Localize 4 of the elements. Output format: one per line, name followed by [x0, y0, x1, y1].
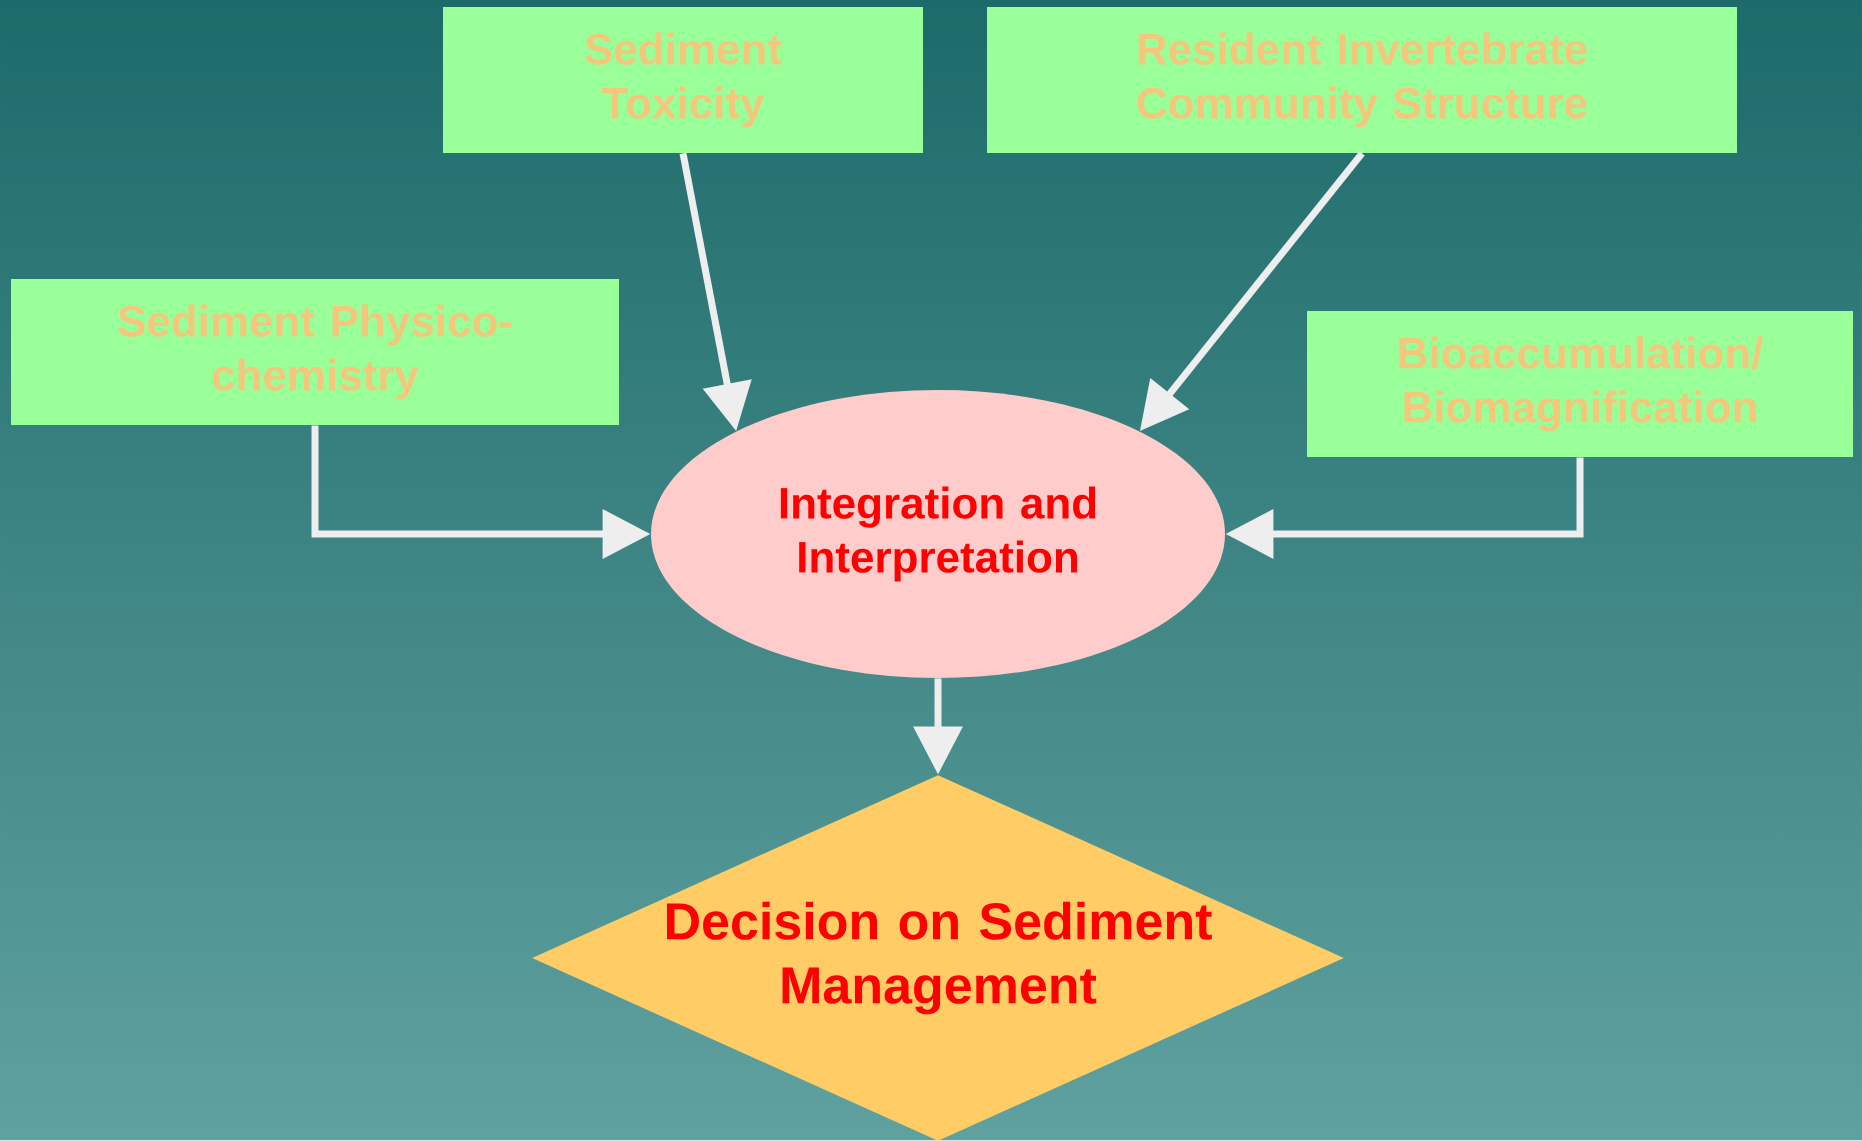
- process-box: Sediment Toxicity: [443, 7, 923, 153]
- process-box: Sediment Physico-chemistry: [11, 279, 619, 425]
- process-box: Bioaccumulation/ Biomagnification: [1307, 311, 1853, 457]
- process-box: Resident Invertebrate Community Structure: [987, 7, 1737, 153]
